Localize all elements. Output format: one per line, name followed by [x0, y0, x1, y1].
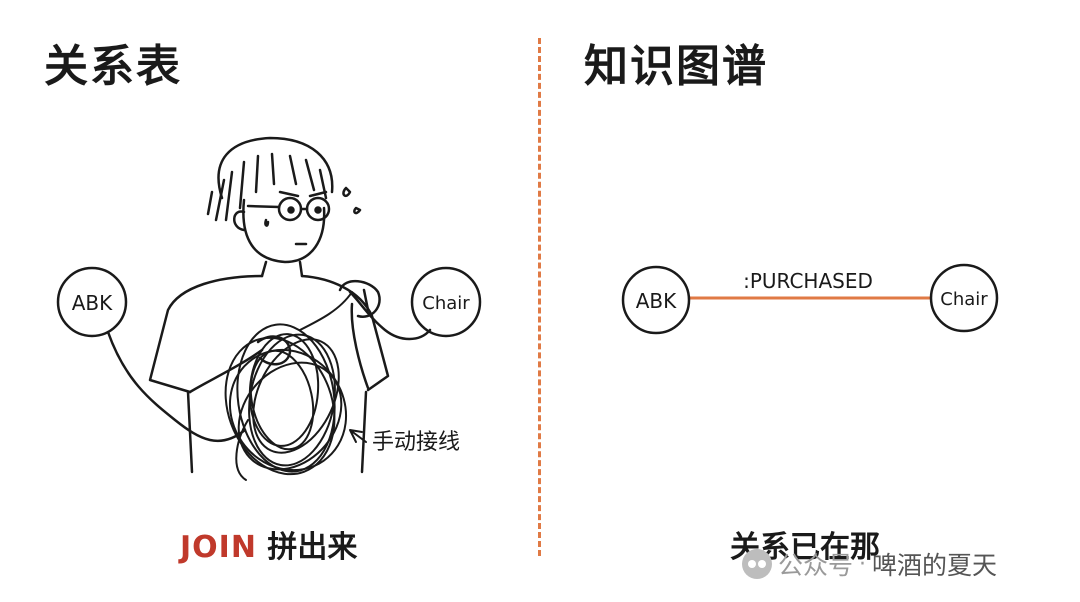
left-node-chair: Chair	[410, 266, 482, 338]
right-node-abk: ABK	[621, 265, 691, 335]
right-node-abk-label: ABK	[636, 289, 677, 313]
join-keyword: JOIN	[180, 530, 257, 565]
watermark-prefix: 公众号	[778, 551, 854, 580]
manual-wiring-annotation: 手动接线	[372, 430, 461, 455]
watermark-separator: ·	[859, 551, 867, 577]
left-illustration: ABK Chair	[56, 136, 482, 481]
right-node-chair: Chair	[929, 263, 999, 333]
wire-from-abk	[106, 330, 247, 443]
watermark: 公众号 · 啤酒的夏天	[742, 546, 997, 582]
left-caption: JOIN 拼出来	[180, 522, 357, 566]
right-graph: :PURCHASED ABK Chair	[621, 263, 999, 335]
center-divider	[538, 38, 541, 556]
left-node-abk-label: ABK	[72, 291, 113, 315]
left-node-abk: ABK	[56, 266, 128, 338]
wire-from-chair	[348, 290, 432, 341]
tangled-wire-coil	[224, 291, 353, 481]
person-figure	[148, 136, 390, 474]
left-caption-rest: 拼出来	[256, 530, 358, 565]
right-node-chair-label: Chair	[940, 289, 988, 310]
right-title: 知识图谱	[584, 41, 768, 92]
watermark-name: 啤酒的夏天	[872, 551, 998, 580]
left-title: 关系表	[44, 41, 182, 92]
left-node-chair-label: Chair	[422, 293, 470, 314]
annotation-arrow	[349, 429, 367, 443]
wechat-icon	[742, 549, 772, 579]
edge-label-purchased: :PURCHASED	[743, 269, 873, 293]
